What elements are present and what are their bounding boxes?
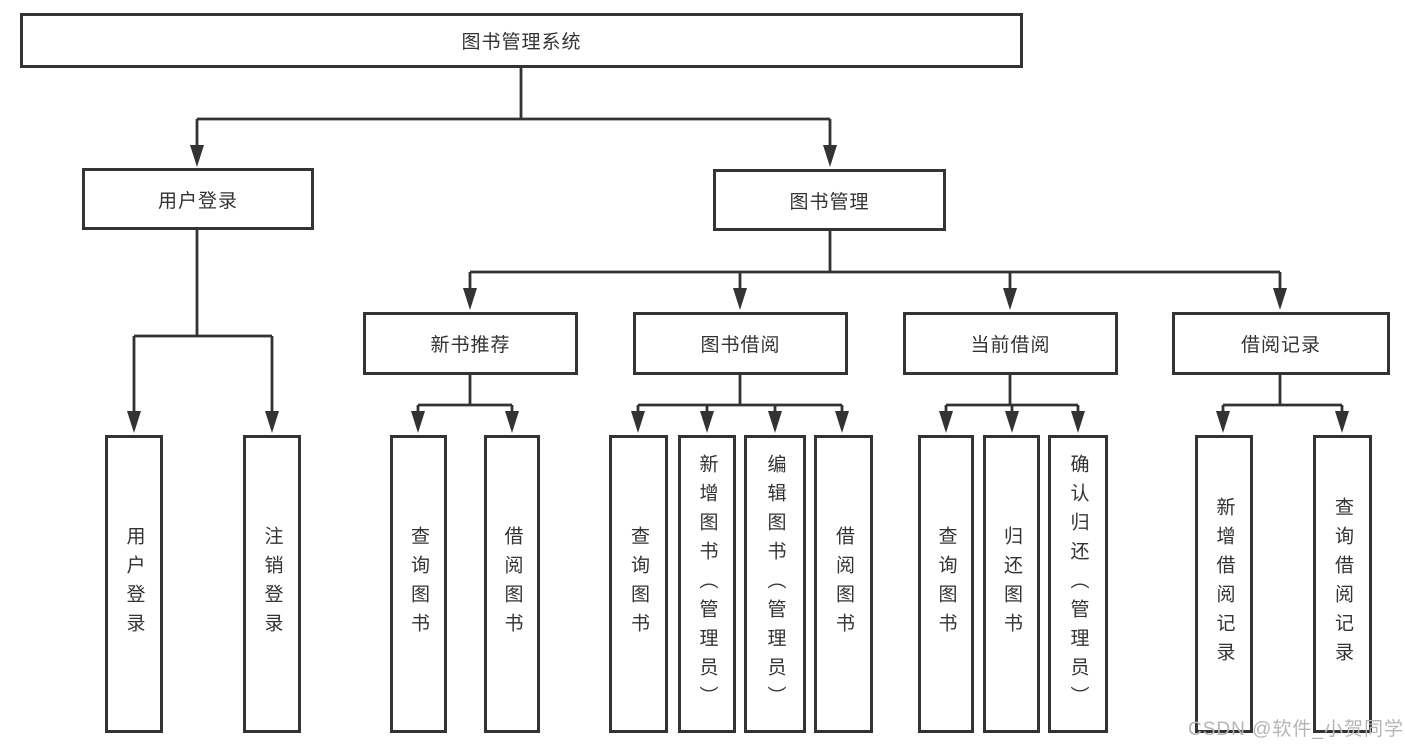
node-root-system: 图书管理系统 [20, 13, 1023, 68]
leaf-query-borrow-record: 查询借阅记录 [1313, 435, 1372, 733]
csdn-watermark: CSDN @软件_小贺同学 [1188, 719, 1404, 740]
connector-newbook-to-leaves [411, 375, 519, 433]
leaf-user-login: 用户登录 [105, 435, 163, 733]
connector-current-to-leaves [939, 375, 1085, 433]
node-book-borrowing: 图书借阅 [633, 312, 848, 375]
connector-userlogin-to-leaves [127, 230, 279, 433]
leaf-edit-books-admin: 编辑图书（管理员） [744, 435, 806, 733]
leaf-confirm-return-admin: 确认归还（管理员） [1048, 435, 1108, 733]
connector-root-to-level2 [190, 68, 837, 167]
node-new-book-recommendation: 新书推荐 [363, 312, 578, 375]
leaf-add-books-admin: 新增图书（管理员） [678, 435, 736, 733]
connector-records-to-leaves [1216, 375, 1349, 433]
node-borrowing-records: 借阅记录 [1172, 312, 1390, 375]
leaf-logout: 注销登录 [243, 435, 301, 733]
leaf-add-borrow-record: 新增借阅记录 [1195, 435, 1253, 733]
node-user-login-module: 用户登录 [82, 168, 314, 230]
leaf-query-books-2: 查询图书 [609, 435, 668, 733]
leaf-borrow-books-1: 借阅图书 [484, 435, 540, 733]
leaf-query-books-3: 查询图书 [918, 435, 974, 733]
leaf-borrow-books-2: 借阅图书 [814, 435, 873, 733]
node-current-borrowing: 当前借阅 [903, 312, 1118, 375]
connector-borrow-to-leaves [631, 375, 849, 433]
leaf-query-books-1: 查询图书 [390, 435, 447, 733]
leaf-return-books: 归还图书 [983, 435, 1040, 733]
connector-bookmgmt-to-level3 [463, 231, 1287, 310]
node-book-management-module: 图书管理 [713, 169, 946, 231]
